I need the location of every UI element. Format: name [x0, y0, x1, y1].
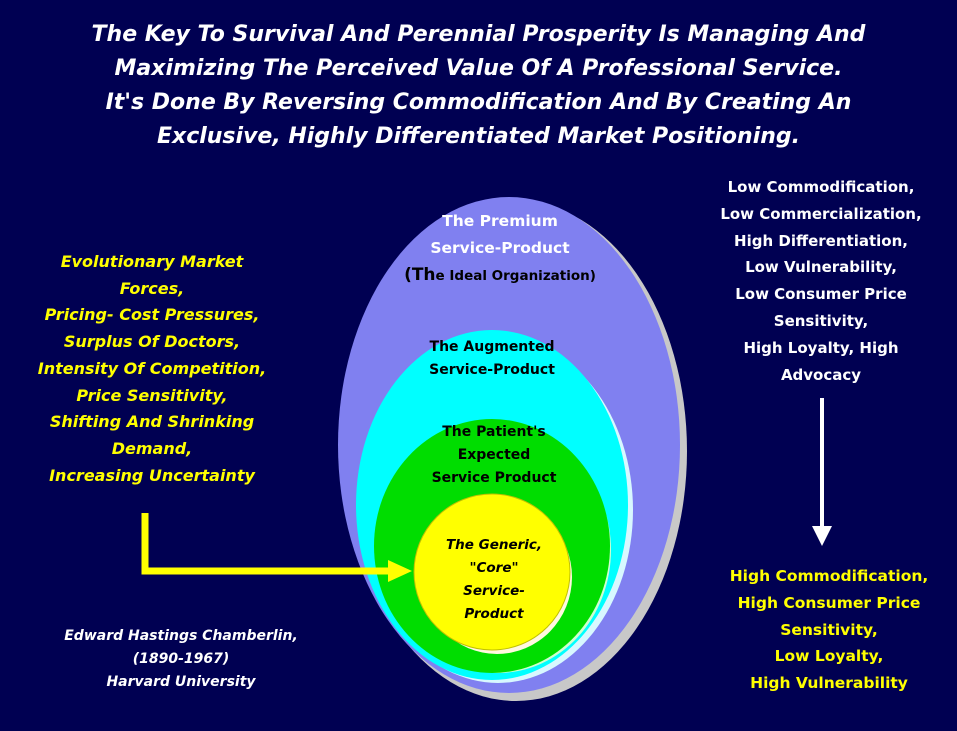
page-title: The Key To Survival And Perennial Prospe… — [0, 18, 957, 154]
title-line: It's Done By Reversing Commodification A… — [105, 90, 852, 115]
market-force-line: Pricing- Cost Pressures, — [44, 305, 260, 325]
title-line: The Key To Survival And Perennial Prospe… — [91, 22, 866, 47]
expected-label-line1: The Patient's — [442, 424, 545, 440]
high-value-attributes: Low Commodification, Low Commercializati… — [690, 174, 952, 388]
attribute-line: Sensitivity, — [773, 311, 869, 330]
attribute-line: High Differentiation, — [734, 231, 908, 250]
core-label-line2: "Core" — [469, 560, 518, 576]
attribute-line: High Commodification, — [729, 567, 929, 585]
expected-label-line3: Service Product — [432, 470, 557, 486]
market-force-line: Increasing Uncertainty — [49, 465, 255, 485]
market-force-line: Evolutionary Market — [60, 252, 244, 271]
title-line: Maximizing The Perceived Value Of A Prof… — [114, 56, 843, 81]
attribute-line: High Loyalty, High — [743, 338, 899, 357]
attribute-line: High Vulnerability — [750, 674, 908, 693]
attribute-line: Low Loyalty, — [774, 647, 884, 666]
core-label-line1: The Generic, — [446, 537, 542, 553]
market-force-line: Demand, — [111, 438, 193, 458]
premium-label-rest: e Ideal Organization) — [436, 268, 596, 284]
augmented-label-line1: The Augmented — [430, 339, 555, 355]
attribution-line: Harvard University — [106, 674, 256, 690]
core-ring — [413, 493, 571, 651]
shift-arrow-head — [812, 526, 832, 546]
market-force-line: Forces, — [119, 278, 185, 298]
market-force-line: Surplus Of Doctors, — [63, 332, 241, 352]
market-force-line: Intensity Of Competition, — [37, 358, 267, 378]
attribute-line: Sensitivity, — [780, 620, 878, 639]
core-label-line4: Product — [464, 606, 524, 622]
attribution: Edward Hastings Chamberlin, (1890-1967) … — [20, 625, 342, 694]
attribute-line: Advocacy — [780, 365, 862, 384]
premium-label-line2: Service-Product — [430, 239, 570, 257]
attribution-line: Edward Hastings Chamberlin, — [64, 628, 298, 644]
commodity-attributes: High Commodification, High Consumer Pric… — [700, 563, 957, 697]
premium-label-line3: (The Ideal Organization) — [404, 265, 596, 285]
premium-label-line1: The Premium — [442, 212, 558, 230]
attribute-line: Low Commercialization, — [720, 204, 922, 223]
attribution-line: (1890-1967) — [132, 651, 230, 667]
market-force-line: Shifting And Shrinking — [49, 412, 255, 432]
title-line: Exclusive, Highly Differentiated Market … — [156, 124, 801, 149]
augmented-label-line2: Service-Product — [429, 362, 555, 378]
attribute-line: Low Consumer Price — [735, 285, 907, 304]
forces-arrow — [141, 513, 392, 575]
expected-label-line2: Expected — [458, 447, 531, 463]
forces-arrow-head — [388, 560, 412, 582]
premium-label-prefix: (Th — [404, 265, 435, 285]
attribute-line: Low Commodification, — [727, 178, 915, 196]
core-label-line3: Service- — [463, 583, 525, 599]
attribute-line: High Consumer Price — [737, 593, 921, 612]
market-forces-list: Evolutionary Market Forces, Pricing- Cos… — [10, 249, 294, 489]
attribute-line: Low Vulnerability, — [745, 258, 897, 277]
market-force-line: Price Sensitivity, — [76, 385, 228, 405]
